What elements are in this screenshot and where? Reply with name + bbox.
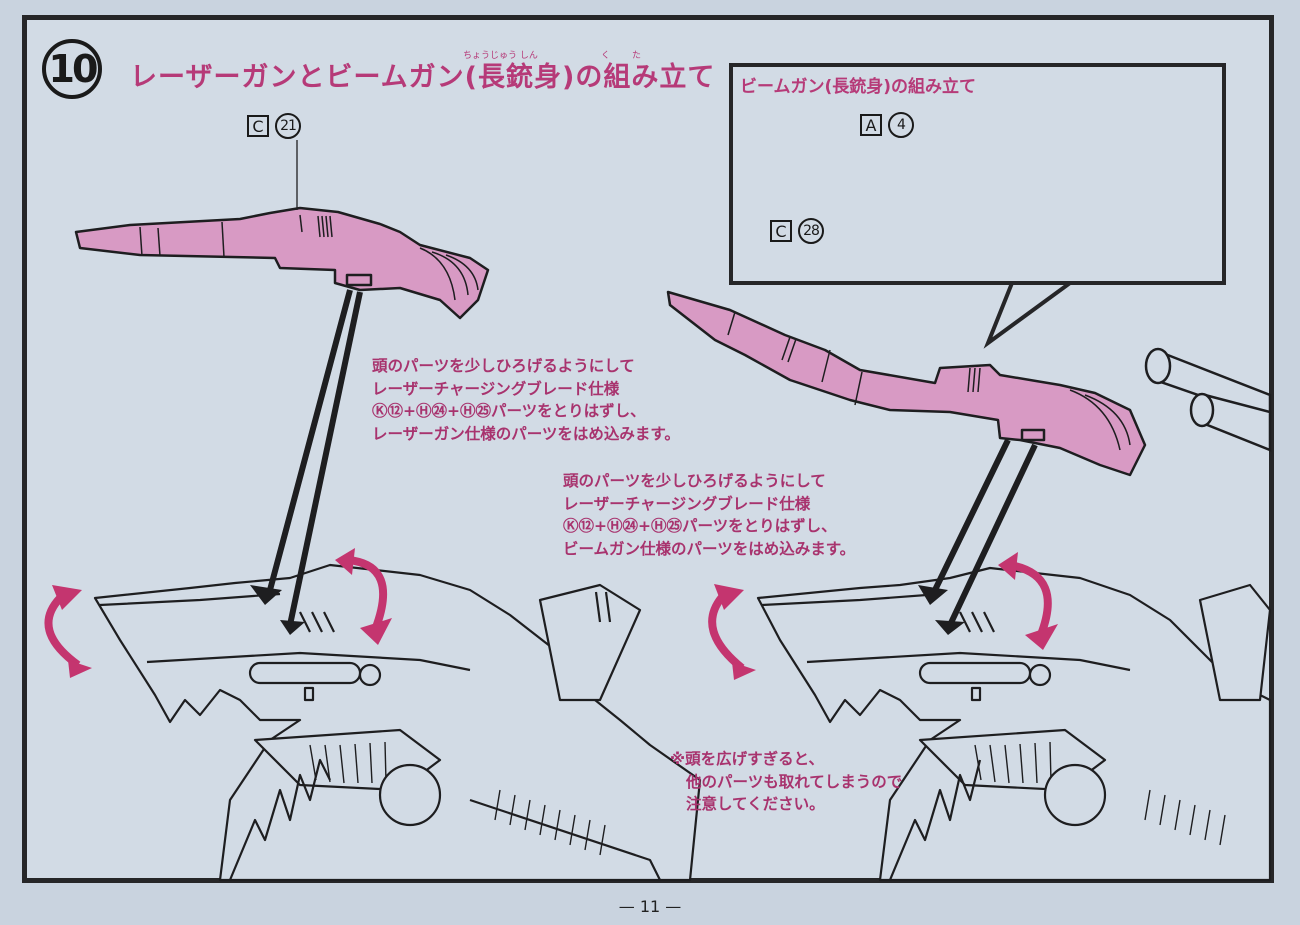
- caution-note: ※頭を広げすぎると、 他のパーツも取れてしまうので 注意してください。: [670, 748, 902, 816]
- part-letter-box: C: [247, 115, 269, 137]
- beam-gun-instruction: 頭のパーツを少しひろげるようにして レーザーチャージングブレード仕様 Ⓚ⑫+Ⓗ㉔…: [563, 470, 855, 560]
- tube-parts: [1144, 347, 1272, 452]
- ruby-chojushin: ちょうじゅう しん: [463, 51, 538, 61]
- note-line: ※頭を広げすぎると、: [670, 750, 824, 768]
- page-number: — 11 —: [618, 897, 682, 916]
- part-letter-box: C: [770, 220, 792, 242]
- inset-pointer: [983, 281, 1072, 349]
- part-label-a4: A 4: [860, 112, 914, 138]
- note-line: レーザーチャージングブレード仕様: [372, 379, 620, 398]
- part-letter-box: A: [860, 114, 882, 136]
- right-robot-head: [756, 566, 1272, 882]
- step-number: 10: [48, 47, 99, 91]
- note-line: Ⓚ⑫+Ⓗ㉔+Ⓗ㉕パーツをとりはずし、: [372, 402, 646, 420]
- part-number-circle: 4: [888, 112, 914, 138]
- note-line: 頭のパーツを少しひろげるようにして: [372, 357, 635, 375]
- note-line: レーザーガン仕様のパーツをはめ込みます。: [372, 424, 680, 443]
- part-number-circle: 21: [275, 113, 301, 139]
- part-label-c21: C 21: [247, 113, 301, 139]
- note-line: 注意してください。: [686, 795, 825, 813]
- arrow-heads: [250, 585, 965, 635]
- part-number-circle: 28: [798, 218, 824, 244]
- note-line: Ⓚ⑫+Ⓗ㉔+Ⓗ㉕パーツをとりはずし、: [563, 517, 837, 535]
- note-line: レーザーチャージングブレード仕様: [563, 494, 811, 513]
- laser-gun-instruction: 頭のパーツを少しひろげるようにして レーザーチャージングブレード仕様 Ⓚ⑫+Ⓗ㉔…: [372, 355, 680, 445]
- ruby-ku: く: [601, 51, 611, 61]
- note-line: 他のパーツも取れてしまうので: [686, 772, 903, 791]
- rotation-arrows: [44, 556, 1052, 672]
- left-robot-head: [93, 563, 702, 882]
- note-line: 頭のパーツを少しひろげるようにして: [563, 472, 826, 490]
- inset-title: ビームガン(長銃身)の組み立て: [740, 77, 977, 97]
- page-title: レーザーガンとビームガン(長銃身)の組み立て: [130, 55, 715, 94]
- step-number-badge: 10: [42, 39, 102, 99]
- title-text: レーザーガンとビームガン(長銃身)の組み立て: [130, 62, 716, 93]
- inset-box: [729, 63, 1226, 285]
- laser-gun-part: [74, 206, 490, 320]
- insertion-arrows: [267, 289, 1038, 627]
- beam-gun-part: [666, 290, 1147, 477]
- rotation-arrow-heads: [52, 548, 1058, 680]
- ruby-ta: た: [632, 51, 642, 61]
- part-label-c28: C 28: [770, 218, 824, 244]
- note-line: ビームガン仕様のパーツをはめ込みます。: [563, 539, 856, 558]
